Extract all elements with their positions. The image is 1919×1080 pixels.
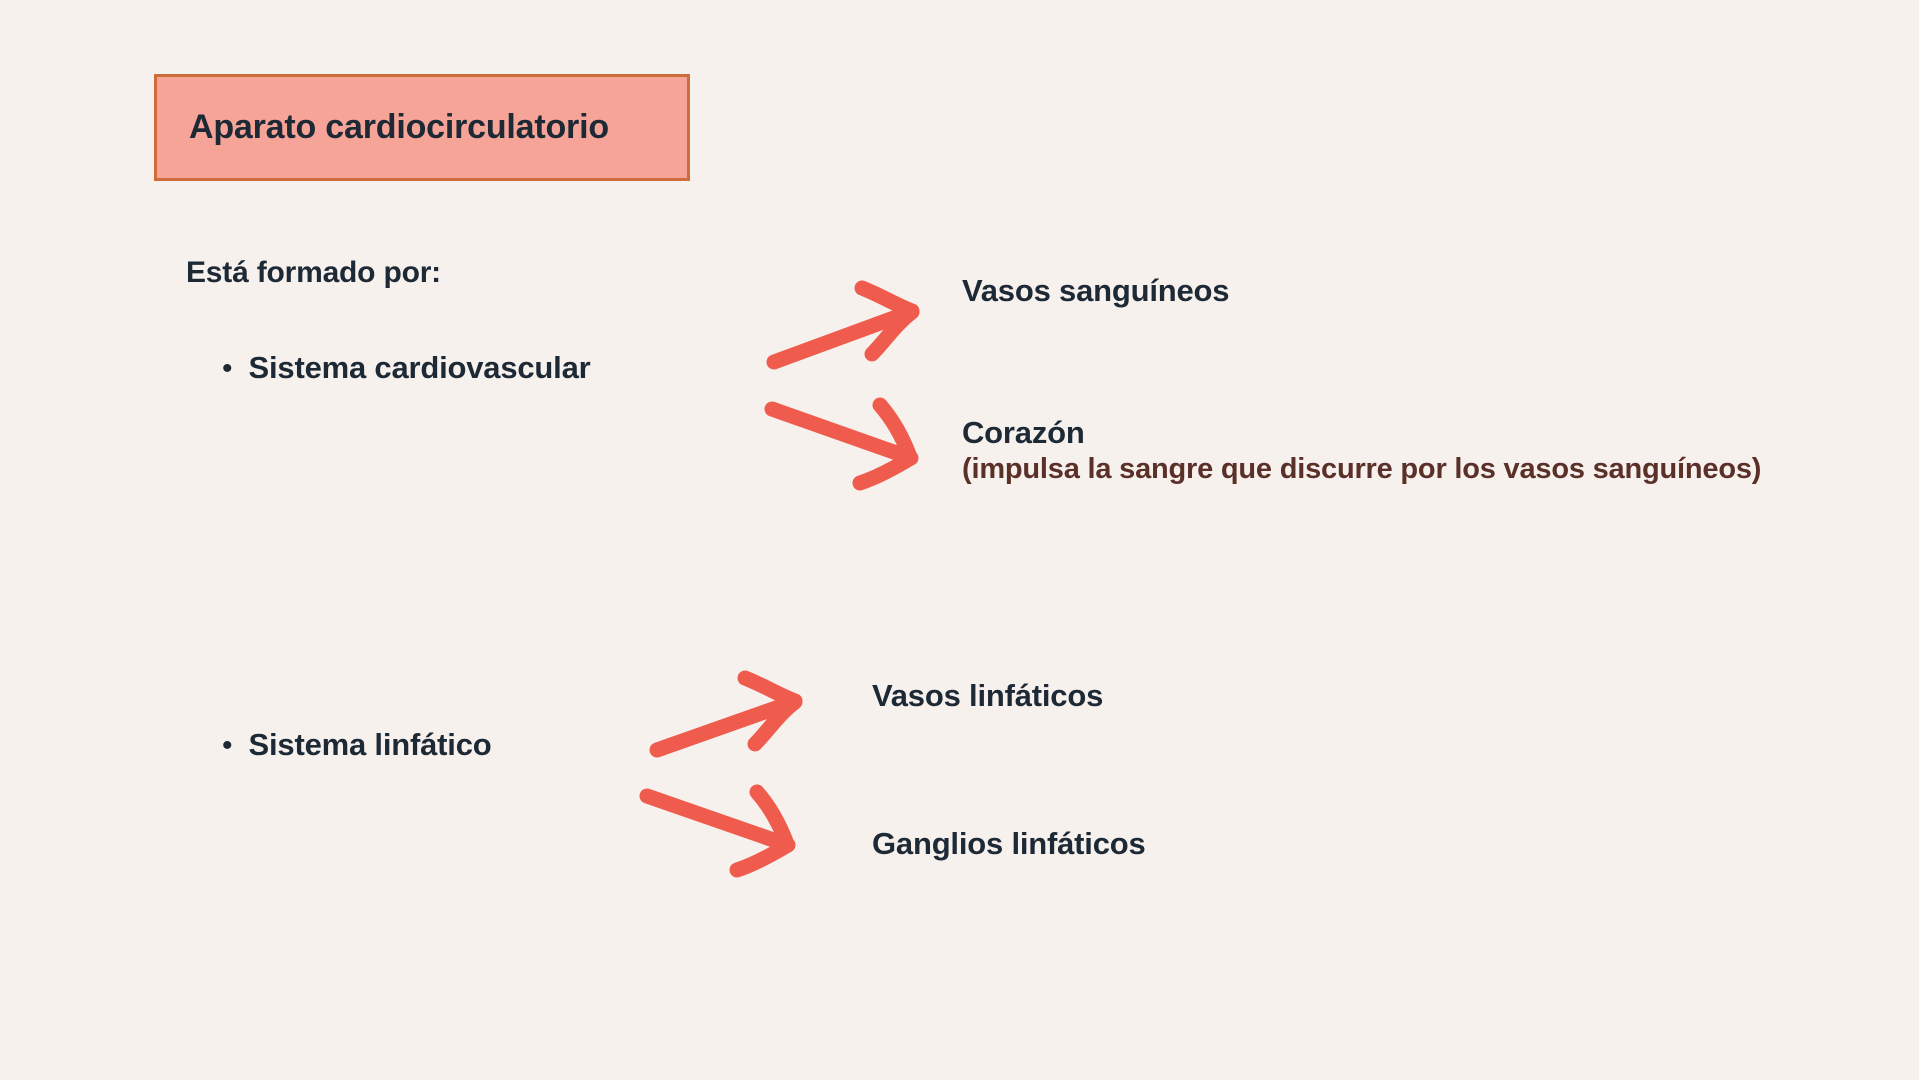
list-item-label: Sistema linfático xyxy=(248,727,492,762)
branch-title: Corazón xyxy=(962,415,1085,450)
list-item-cardiovascular: • Sistema cardiovascular xyxy=(222,350,591,386)
branch-ganglios-linfaticos: Ganglios linfáticos xyxy=(872,826,1146,862)
arrow-to-corazon-icon xyxy=(764,397,919,491)
branch-vasos-sanguineos: Vasos sanguíneos xyxy=(962,273,1229,309)
page-title: Aparato cardiocirculatorio xyxy=(189,108,609,146)
list-item-label: Sistema cardiovascular xyxy=(248,350,591,385)
title-box: Aparato cardiocirculatorio xyxy=(154,74,690,181)
bullet-marker-icon: • xyxy=(222,352,233,385)
arrow-to-vasos-linfaticos-icon xyxy=(649,670,803,758)
branch-title: Ganglios linfáticos xyxy=(872,826,1146,861)
branch-vasos-linfaticos: Vasos linfáticos xyxy=(872,678,1103,714)
intro-text: Está formado por: xyxy=(186,256,441,289)
bullet-marker-icon: • xyxy=(222,729,233,762)
branch-title: Vasos sanguíneos xyxy=(962,273,1230,308)
branch-title: Vasos linfáticos xyxy=(872,678,1104,713)
arrow-to-ganglios-linfaticos-icon xyxy=(639,784,796,878)
branch-note: (impulsa la sangre que discurre por los … xyxy=(962,453,1762,485)
branch-corazon: Corazón (impulsa la sangre que discurre … xyxy=(962,415,1761,488)
arrow-to-vasos-sanguineos-icon xyxy=(766,280,920,370)
list-item-linfatico: • Sistema linfático xyxy=(222,727,492,763)
